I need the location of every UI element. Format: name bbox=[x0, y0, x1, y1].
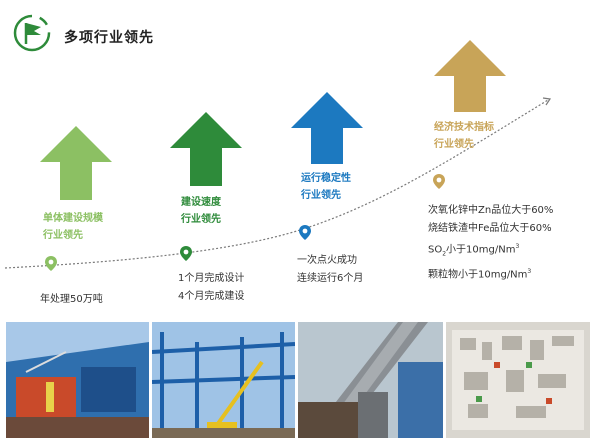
milestone-details-4: 次氧化锌中Zn品位大于60% 烧结铁渣中Fe品位大于60% SO2小于10mg/… bbox=[428, 202, 553, 285]
so2-line: SO2小于10mg/Nm3 bbox=[428, 243, 520, 258]
milestone-label-1: 单体建设规模 行业领先 bbox=[43, 213, 103, 241]
map-pin-icon-2 bbox=[180, 246, 192, 261]
map-pin-icon-1 bbox=[45, 256, 57, 271]
milestone-label-2: 建设速度 行业领先 bbox=[181, 197, 221, 225]
photo-control-room bbox=[446, 322, 590, 438]
up-arrow-icon-3 bbox=[291, 92, 363, 164]
map-pin-icon-4 bbox=[433, 174, 445, 189]
photo-construction-site bbox=[6, 322, 149, 438]
dust-line: 颗粒物小于10mg/Nm3 bbox=[428, 268, 532, 281]
up-arrow-icon-2 bbox=[170, 112, 242, 186]
milestone-details-1: 年处理50万吨 bbox=[40, 294, 103, 305]
header: 多项行业领先 bbox=[0, 0, 600, 60]
milestone-label-4: 经济技术指标 行业领先 bbox=[434, 122, 494, 150]
photo-rotary-kiln bbox=[298, 322, 443, 438]
up-arrow-icon-4 bbox=[434, 40, 506, 112]
photo-steel-frame-crane bbox=[152, 322, 295, 438]
milestone-details-3: 一次点火成功 连续运行6个月 bbox=[297, 255, 364, 284]
page-title: 多项行业领先 bbox=[64, 30, 154, 46]
flag-clock-icon bbox=[13, 14, 51, 52]
milestone-details-2: 1个月完成设计 4个月完成建设 bbox=[178, 273, 245, 302]
up-arrow-icon-1 bbox=[40, 126, 112, 200]
milestone-label-3: 运行稳定性 行业领先 bbox=[301, 173, 351, 201]
map-pin-icon-3 bbox=[299, 225, 311, 240]
